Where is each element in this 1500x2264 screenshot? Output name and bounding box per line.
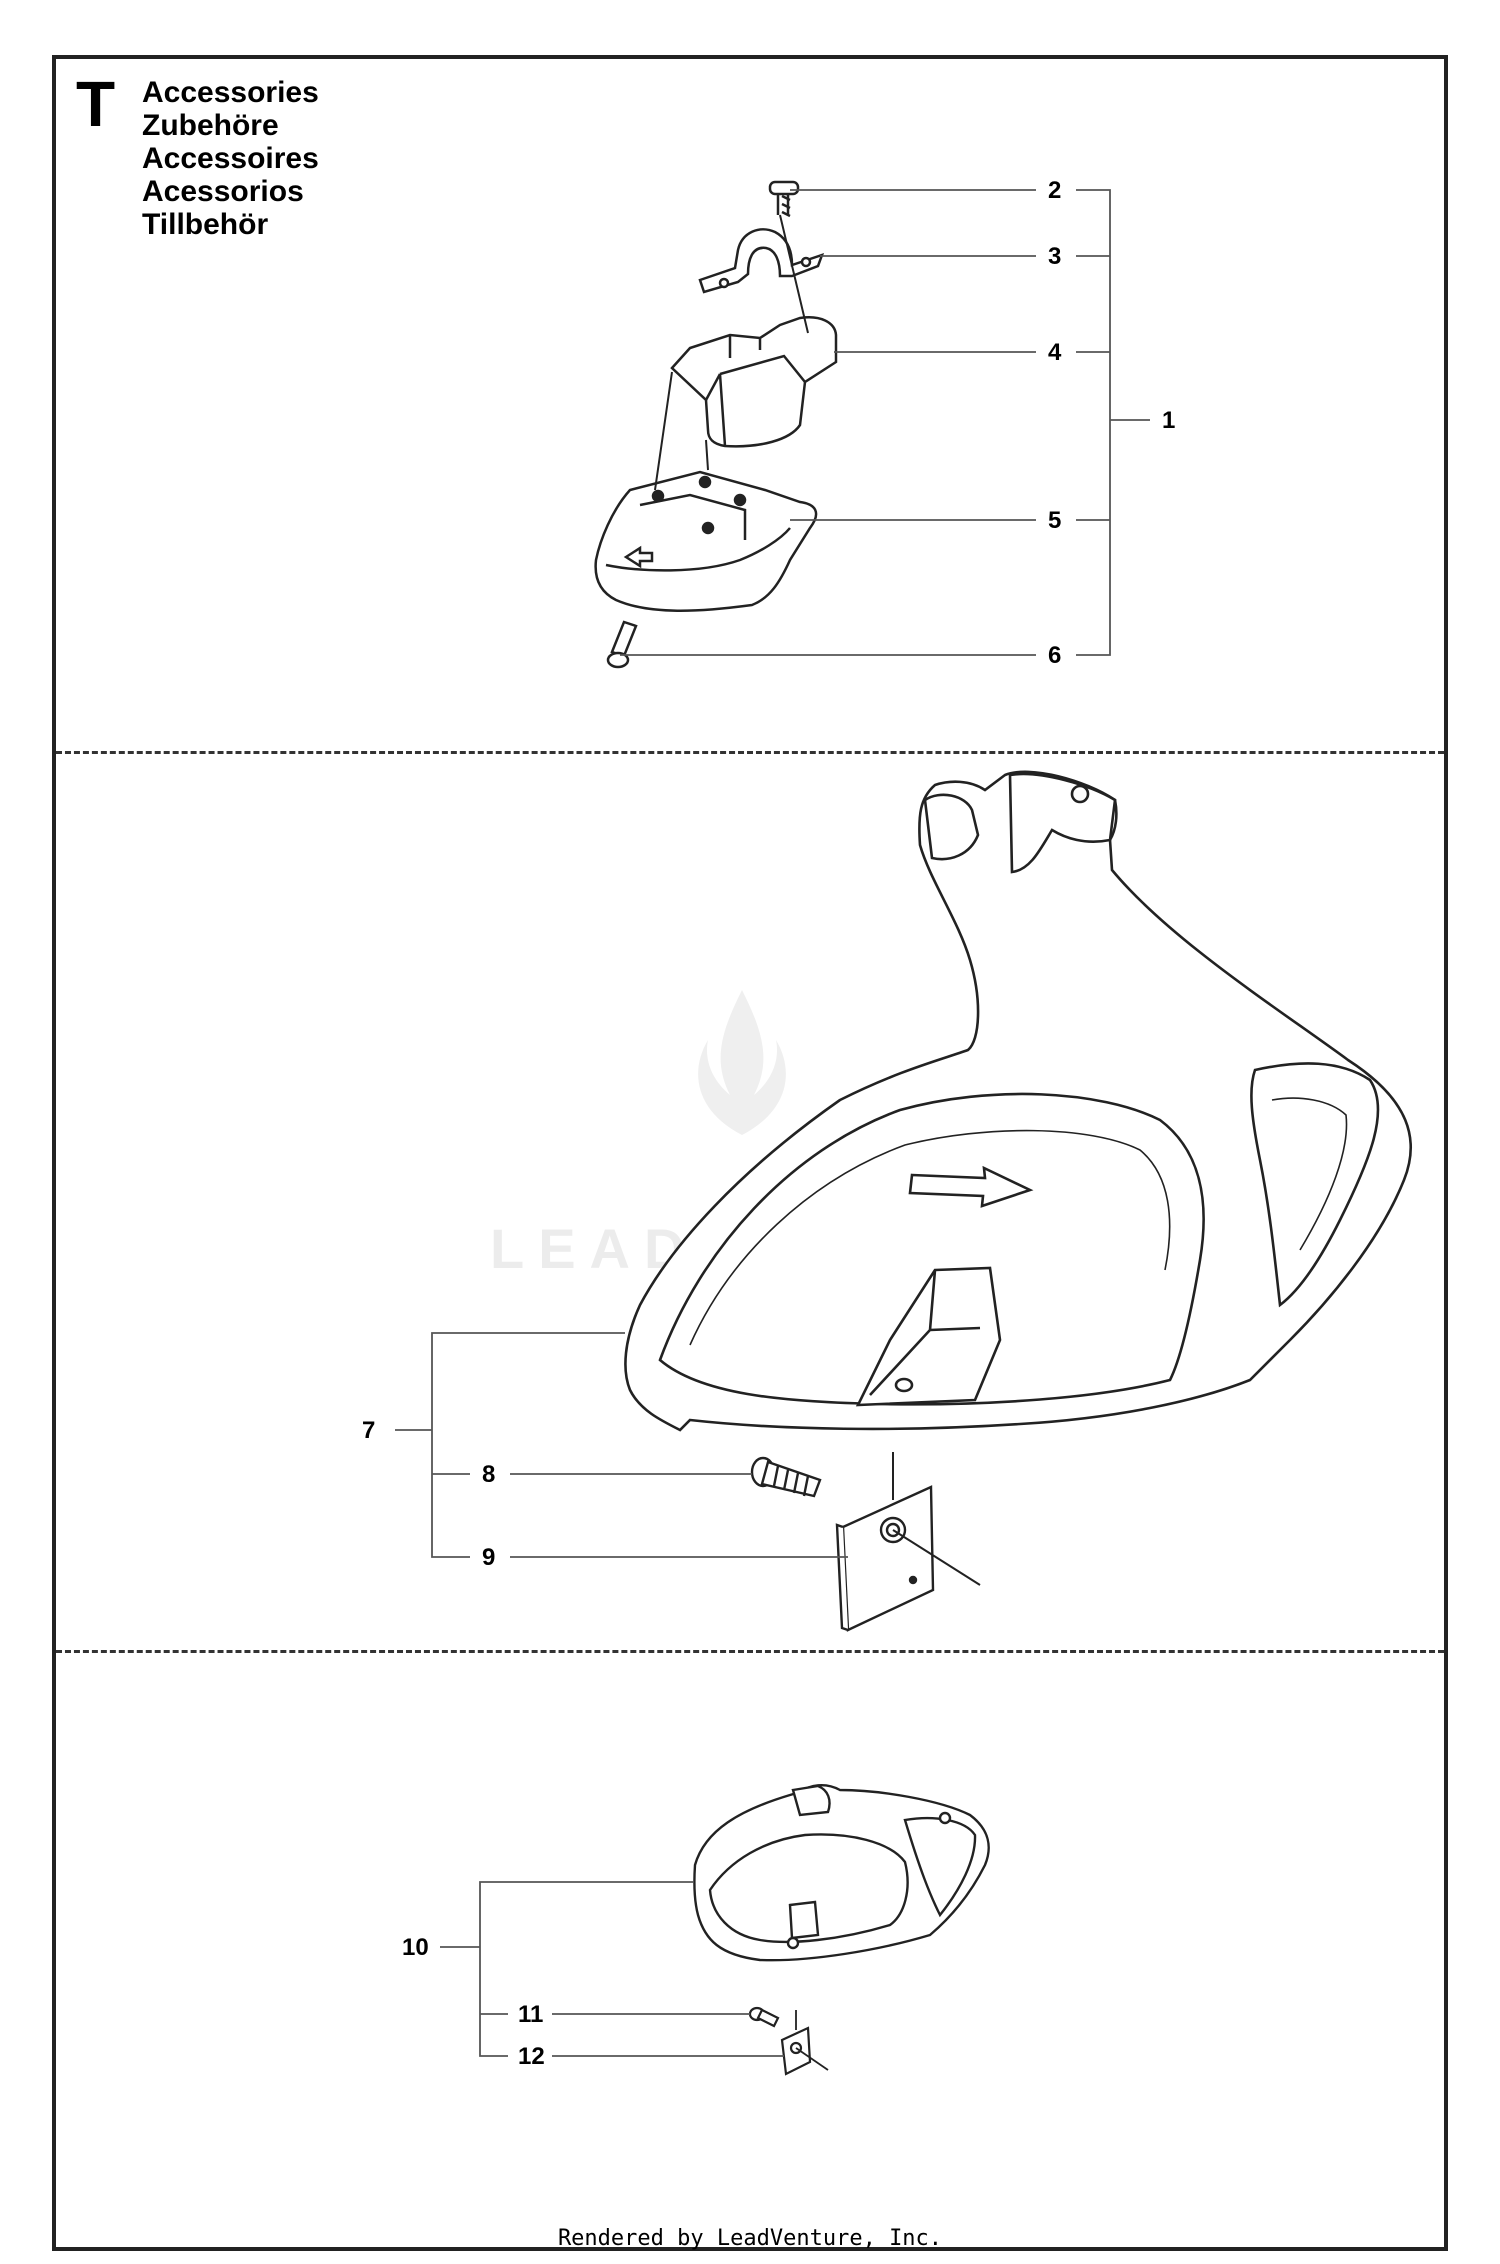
callout-4: 4 (1048, 339, 1062, 366)
footer-credit: Rendered by LeadVenture, Inc. (557, 2226, 943, 2251)
part-8-screw (750, 1456, 822, 1498)
section-title-list: Accessories Zubehöre Accessoires Acessor… (142, 76, 319, 241)
leader-lines-bottom (440, 1881, 784, 2057)
part-3-clamp (698, 228, 825, 294)
part-9-line-cutter (835, 1452, 981, 1632)
title-french: Accessoires (142, 142, 319, 175)
callout-2: 2 (1048, 177, 1061, 204)
callout-6: 6 (1048, 642, 1061, 669)
section-letter: T (76, 68, 116, 140)
callout-9: 9 (482, 1544, 495, 1571)
leader-lines-top (620, 189, 1150, 656)
callout-8: 8 (482, 1461, 495, 1488)
part-2-screw (768, 180, 800, 218)
large-guard-group (624, 770, 1412, 1432)
callout-7: 7 (362, 1417, 375, 1444)
callout-1: 1 (1162, 407, 1175, 434)
title-swedish: Tillbehör (142, 208, 269, 241)
callout-3: 3 (1048, 243, 1061, 270)
clamp-kit-group (594, 180, 838, 669)
rotation-arrow-icon (908, 1165, 1034, 1208)
callout-5: 5 (1048, 507, 1061, 534)
title-german: Zubehöre (142, 109, 279, 142)
title-english: Accessories (142, 76, 319, 109)
title-spanish: Acessorios (142, 175, 304, 208)
leader-lines-middle (395, 1332, 848, 1558)
section-divider-2 (56, 1650, 1444, 1653)
part-5-guard (594, 470, 818, 612)
small-guard-group (693, 1784, 990, 1962)
part-4-mount (670, 316, 838, 448)
part-7-guard (624, 770, 1412, 1432)
callout-10: 10 (402, 1934, 429, 1961)
part-6-screw (606, 620, 638, 669)
part-12-line-cutter (780, 2010, 829, 2076)
flame-logo-icon (698, 990, 786, 1135)
section-divider-1 (56, 751, 1444, 754)
callout-labels: 2 3 4 1 5 6 7 8 9 10 11 12 (362, 177, 1175, 2070)
diagram-frame (52, 55, 1448, 2251)
part-11-screw (748, 2006, 780, 2028)
callout-11: 11 (518, 2001, 543, 2028)
callout-12: 12 (518, 2043, 545, 2070)
